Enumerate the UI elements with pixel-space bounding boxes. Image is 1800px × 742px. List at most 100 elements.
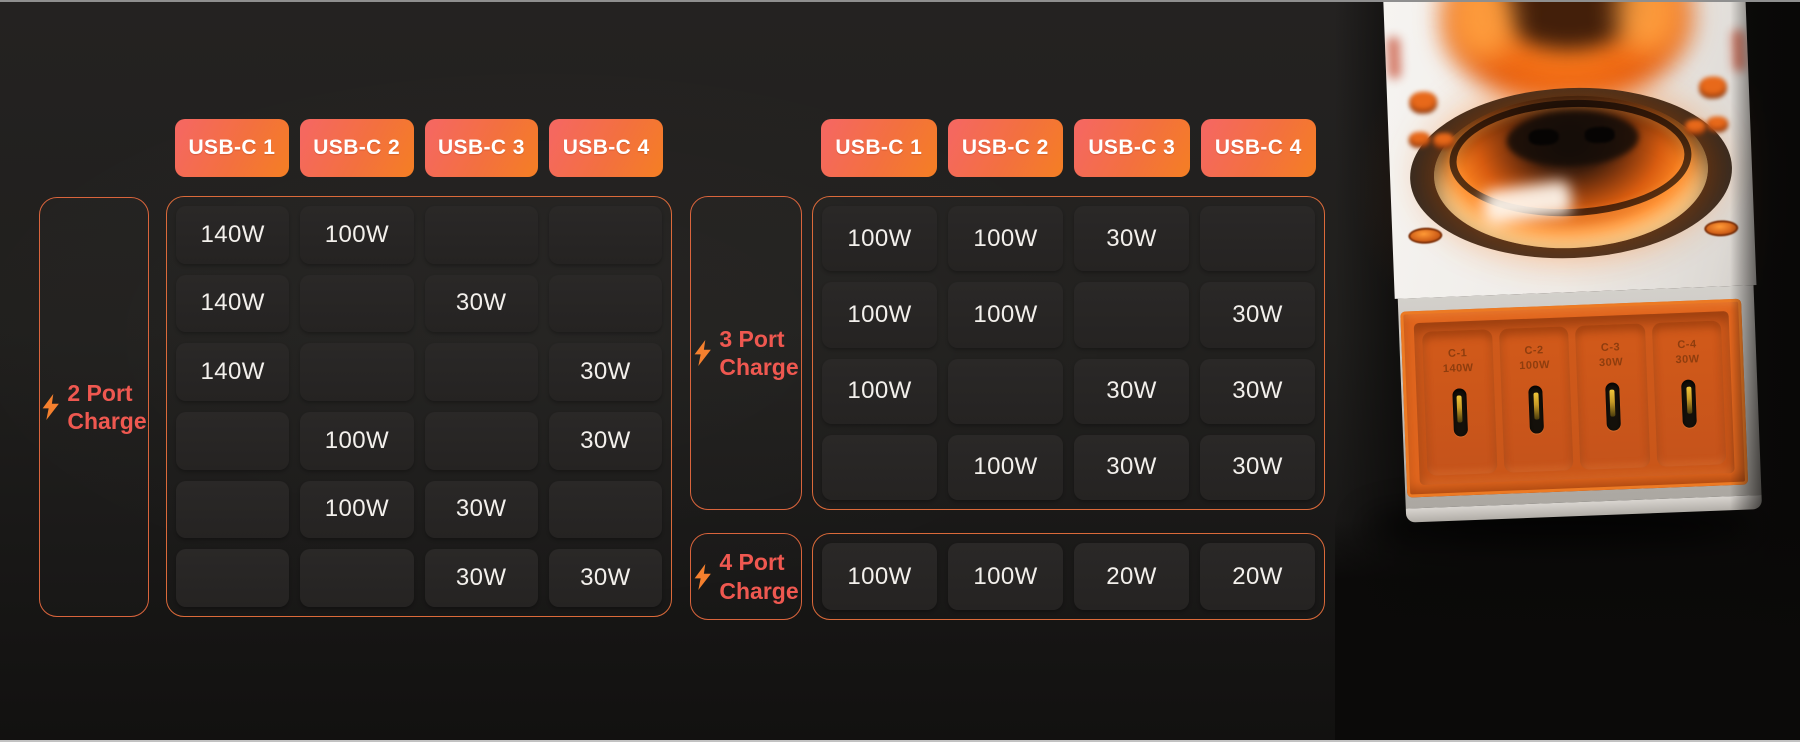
section-label: 2 Port Charge: [67, 379, 146, 435]
port-watt-label: 30W: [1598, 356, 1624, 369]
column-header-usb-c-4: USB-C 4: [549, 119, 663, 177]
watt-cell: 100W: [948, 282, 1063, 348]
watt-cell: 100W: [822, 543, 937, 610]
watt-cell: 100W: [948, 206, 1063, 272]
lightning-bolt-icon: [41, 394, 60, 420]
usb-c-port-icon: [1528, 384, 1545, 434]
watt-cell: 20W: [1074, 543, 1189, 610]
watt-cell-empty: [176, 549, 290, 607]
watt-cell: 100W: [822, 206, 937, 272]
charger-top-face: [1382, 0, 1757, 299]
watt-cell: 100W: [822, 282, 937, 348]
socket-hole: [1528, 128, 1559, 146]
watt-cell-empty: [548, 206, 662, 264]
port-pin: [1456, 395, 1463, 423]
watt-cell: 140W: [176, 206, 290, 264]
column-header-usb-c-3: USB-C 3: [424, 119, 539, 177]
label-line-1: 3 Port: [719, 325, 785, 352]
watt-cell: 30W: [548, 549, 662, 607]
watt-cell-empty: [822, 434, 937, 500]
indicator-dot: [1408, 131, 1431, 149]
column-header-usb-c-3: USB-C 3: [1074, 119, 1190, 177]
column-header-usb-c-2: USB-C 2: [947, 119, 1063, 177]
watt-cell: 30W: [1200, 358, 1315, 424]
bottom-edge-line: [0, 740, 1800, 742]
indicator-dot: [1684, 118, 1707, 136]
watt-cell: 30W: [424, 274, 538, 333]
watt-cell: 100W: [822, 358, 937, 424]
watt-cell: 140W: [176, 343, 290, 401]
socket-hole: [1584, 126, 1615, 144]
watt-cell-empty: [424, 206, 538, 264]
indicator-dot: [1705, 115, 1729, 133]
port-name-label: C-4: [1677, 338, 1697, 352]
port-watt-label: 100W: [1519, 358, 1551, 373]
watt-cell: 30W: [1074, 434, 1189, 500]
usb-c-port-icon: [1681, 379, 1698, 428]
watt-cell-empty: [176, 480, 290, 539]
port-name-label: C-2: [1524, 344, 1544, 357]
section-label: 3 Port Charge: [719, 325, 798, 381]
section-label: 4 Port Charge: [719, 548, 798, 604]
watt-cell: 140W: [176, 274, 290, 333]
watt-cell: 30W: [548, 412, 662, 470]
port-watt-label: 140W: [1442, 361, 1474, 375]
watt-cell-empty: [424, 412, 538, 470]
lightning-bolt-icon: [693, 340, 712, 366]
label-line-2: Charge: [719, 354, 799, 380]
watt-cell: 30W: [1200, 434, 1315, 500]
watt-cell-empty: [300, 343, 414, 401]
usb-c-port-icon: [1604, 382, 1621, 431]
column-header-usb-c-4: USB-C 4: [1200, 119, 1316, 177]
watt-cell-empty: [176, 412, 290, 470]
watt-cell: 30W: [548, 343, 662, 401]
watt-cell-empty: [948, 358, 1063, 424]
port-watt-label: 30W: [1675, 353, 1700, 367]
label-3-port-charge: 3 Port Charge: [690, 196, 802, 510]
label-line-2: Charge: [719, 577, 799, 604]
watt-cell: 30W: [1074, 206, 1189, 272]
top-edge-line: [0, 0, 1800, 2]
column-header-usb-c-2: USB-C 2: [299, 119, 414, 177]
lightning-bolt-icon: [693, 563, 712, 590]
port-name-label: C-3: [1600, 341, 1621, 355]
watt-cell: 30W: [1074, 358, 1189, 424]
watt-cell-empty: [424, 343, 538, 401]
port-pin: [1686, 386, 1693, 414]
watt-cell: 30W: [1200, 282, 1315, 348]
label-4-port-charge: 4 Port Charge: [690, 533, 802, 620]
watt-cell: 30W: [424, 549, 538, 607]
watt-cell: 30W: [424, 480, 538, 539]
watt-cell-empty: [300, 274, 414, 333]
watt-cell-empty: [1200, 206, 1315, 272]
watt-cell-empty: [548, 480, 662, 539]
watt-cell: 100W: [948, 543, 1063, 610]
watt-cell: 100W: [300, 412, 414, 470]
watt-cell: 100W: [948, 434, 1063, 500]
watt-cell: 20W: [1200, 543, 1315, 610]
port-pin: [1609, 389, 1616, 417]
watt-cell: 100W: [300, 480, 414, 539]
edge-marking: [1386, 36, 1402, 80]
photo-bottom-fade: [1335, 520, 1800, 742]
indicator-dot: [1432, 132, 1456, 150]
watt-cell-empty: [300, 549, 414, 607]
label-line-1: 4 Port: [719, 549, 785, 576]
watt-cell-empty: [1074, 282, 1189, 348]
column-header-usb-c-1: USB-C 1: [175, 119, 289, 177]
indicator-dot: [1408, 91, 1438, 115]
